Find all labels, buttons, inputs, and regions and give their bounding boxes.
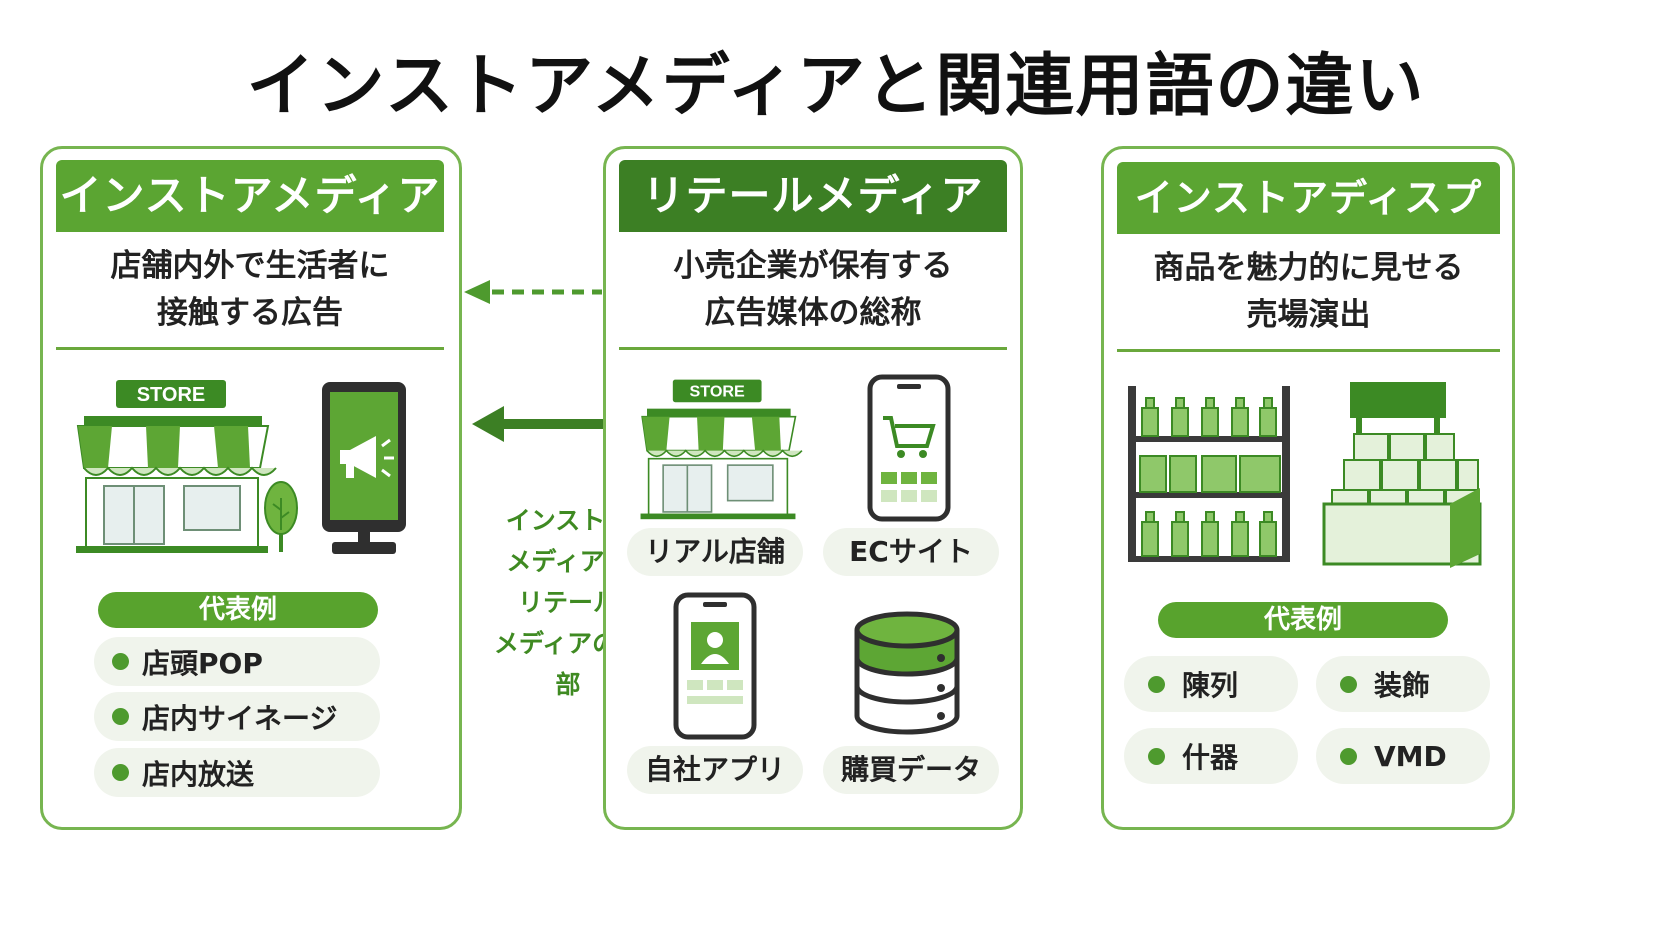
megaphone-icon xyxy=(340,436,394,478)
solid-arrow xyxy=(472,406,604,442)
channel-label: 自社アプリ xyxy=(627,746,803,794)
smartphone-cart-icon xyxy=(867,374,951,522)
example-item: 店内放送 xyxy=(94,748,380,797)
example-item: VMD xyxy=(1316,728,1490,784)
examples-label: 代表例 xyxy=(98,592,378,628)
description-line: 接触する広告 xyxy=(157,295,343,331)
example-item: 店内サイネージ xyxy=(94,692,380,741)
dashed-arrow xyxy=(464,280,602,304)
channel-label: 購買データ xyxy=(823,746,999,794)
example-item: 装飾 xyxy=(1316,656,1490,712)
store-sign-text: STORE xyxy=(690,383,746,401)
description-line: 小売企業が保有する xyxy=(673,248,953,284)
panel-instore-display-description: 商品を魅力的に見せる 売場演出 xyxy=(1117,245,1500,339)
description-line: 売場演出 xyxy=(1246,297,1371,333)
tree-icon xyxy=(264,481,298,552)
panel-instore-display-heading: インストアディスプレイ xyxy=(1117,162,1500,292)
panel-instore-media-heading: インストアメディア xyxy=(56,160,444,232)
channel-label: ECサイト xyxy=(823,528,999,576)
example-item: 陳列 xyxy=(1124,656,1298,712)
panel-retail-media-description: 小売企業が保有する 広告媒体の総称 xyxy=(619,243,1007,337)
bullet-icon xyxy=(112,764,129,781)
divider xyxy=(1117,349,1500,352)
database-icon xyxy=(854,611,960,735)
bullet-icon xyxy=(1148,675,1165,693)
relation-note-line: リテール xyxy=(517,588,618,617)
bullet-icon xyxy=(1340,747,1357,765)
examples-label: 代表例 xyxy=(1158,602,1448,638)
example-item: 什器 xyxy=(1124,728,1298,784)
channel-label: リアル店舗 xyxy=(627,528,803,576)
description-line: 商品を魅力的に見せる xyxy=(1153,250,1464,286)
page-title: インストアメディアと関連用語の違い xyxy=(246,47,1426,126)
panel-retail-media-heading: リテールメディア xyxy=(619,160,1007,232)
bullet-icon xyxy=(1340,675,1357,693)
bullet-icon xyxy=(112,708,129,725)
shelf-icon xyxy=(1128,386,1290,562)
panel-instore-media-description: 店舗内外で生活者に 接触する広告 xyxy=(56,243,444,337)
digital-signage-icon xyxy=(322,382,406,554)
description-line: 店舗内外で生活者に xyxy=(110,248,390,284)
smartphone-app-icon xyxy=(673,592,757,740)
store-sign-text: STORE xyxy=(137,384,206,406)
divider xyxy=(619,347,1007,350)
bullet-icon xyxy=(1148,747,1165,765)
store-icon: STORE xyxy=(640,379,803,520)
description-line: 広告媒体の総称 xyxy=(704,295,922,331)
store-icon: STORE xyxy=(76,380,277,553)
divider xyxy=(56,347,444,350)
example-item: 店頭POP xyxy=(94,637,380,686)
bullet-icon xyxy=(112,653,129,670)
display-stand-icon xyxy=(1322,382,1482,568)
